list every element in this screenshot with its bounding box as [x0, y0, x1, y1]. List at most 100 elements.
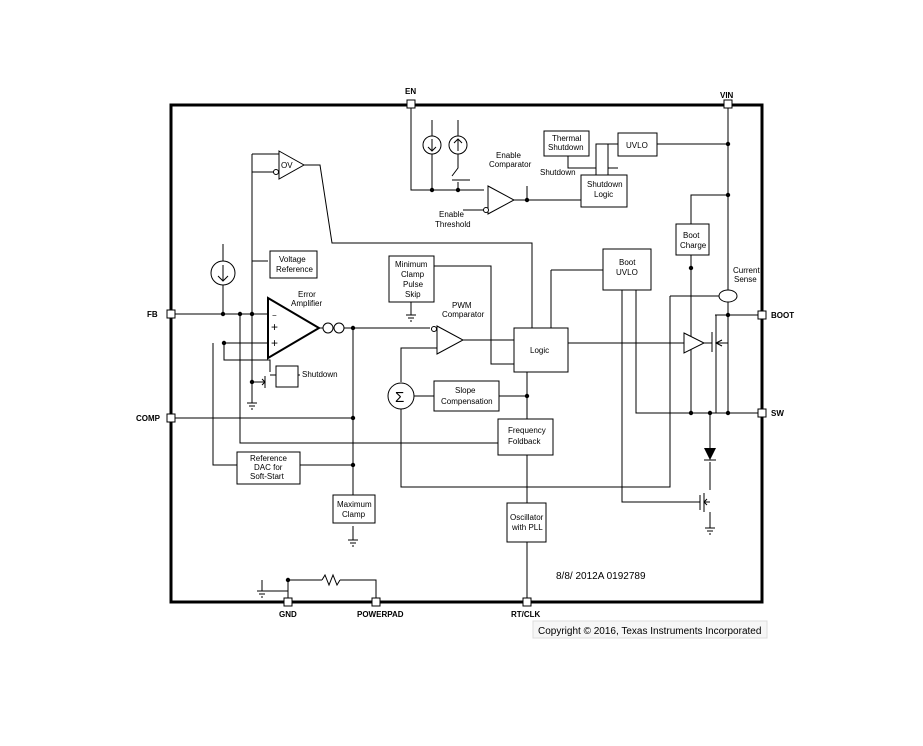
voltage-reference-label-2: Reference — [276, 265, 313, 274]
reference-dac-label-3: Soft-Start — [250, 472, 285, 481]
fb-shutdown-switch — [247, 365, 299, 410]
min-clamp-ground — [406, 314, 416, 322]
boot-charge-label-1: Boot — [683, 231, 700, 240]
slope-compensation-label-2: Compensation — [441, 397, 493, 406]
pwm-comparator-label-2: Comparator — [442, 310, 485, 319]
copyright: Copyright © 2016, Texas Instruments Inco… — [538, 626, 761, 637]
high-side-fet — [711, 330, 728, 354]
gnd-symbol — [257, 590, 267, 598]
enable-comparator-label-1: Enable — [496, 151, 521, 160]
error-amplifier-label-2: Amplifier — [291, 299, 322, 308]
shutdown-logic-block — [580, 174, 628, 208]
pin-en-pad — [406, 99, 416, 109]
resistor — [321, 573, 341, 587]
minimum-clamp-label-4: Skip — [405, 290, 421, 299]
pin-gnd-pad — [283, 597, 293, 607]
enable-comparator — [483, 185, 516, 215]
pin-boot-pad — [757, 310, 767, 320]
uvlo-label: UVLO — [626, 141, 648, 150]
frequency-foldback-label-1: Frequency — [508, 426, 546, 435]
low-side-fet — [699, 493, 715, 535]
enable-current-source-1 — [422, 120, 442, 155]
minimum-clamp-label-3: Pulse — [403, 280, 424, 289]
enable-threshold-label-2: Threshold — [435, 220, 471, 229]
thermal-shutdown-block — [543, 130, 590, 157]
current-sense-element — [718, 289, 738, 303]
boot-uvlo-label-1: Boot — [619, 258, 636, 267]
pin-powerpad-label: POWERPAD — [357, 610, 404, 619]
frequency-foldback-label-2: Foldback — [508, 437, 541, 446]
vref-current-source — [210, 260, 236, 290]
frequency-foldback-block — [497, 418, 554, 456]
shutdown-label-top: Shutdown — [540, 168, 576, 177]
ic-boundary — [169, 103, 764, 604]
boot-charge-block — [675, 223, 710, 256]
minimum-clamp-label-2: Clamp — [401, 270, 425, 279]
pin-fb-pad — [166, 309, 176, 319]
boot-charge-label-2: Charge — [680, 241, 707, 250]
pin-vin-pad — [723, 99, 733, 109]
pin-en-label: EN — [405, 87, 416, 96]
error-amplifier — [267, 296, 345, 360]
error-amp-plus-1: + — [271, 320, 278, 334]
minimum-clamp-block — [388, 255, 435, 303]
maximum-clamp-label-2: Clamp — [342, 510, 366, 519]
junctions — [220, 141, 731, 583]
slope-compensation-block — [433, 380, 500, 412]
boot-uvlo-label-2: UVLO — [616, 268, 638, 277]
enable-comparator-label-2: Comparator — [489, 160, 532, 169]
logic-label: Logic — [530, 346, 549, 355]
reference-dac-block — [236, 451, 301, 485]
shutdown-logic-label-1: Shutdown — [587, 180, 623, 189]
shutdown-logic-label-2: Logic — [594, 190, 613, 199]
error-amp-minus: − — [272, 311, 277, 320]
pwm-comparator-label-1: PWM — [452, 301, 472, 310]
error-amp-plus-2: + — [271, 336, 278, 350]
reference-dac-label-2: DAC for — [254, 463, 283, 472]
maximum-clamp-label-1: Maximum — [337, 500, 372, 509]
doc-number: 8/8/ 2012A 0192789 — [556, 571, 646, 582]
minimum-clamp-label-1: Minimum — [395, 260, 428, 269]
error-amplifier-label-1: Error — [298, 290, 316, 299]
pwm-comparator — [431, 325, 465, 355]
oscillator-block — [506, 502, 547, 543]
boot-uvlo-block — [602, 248, 652, 291]
pin-powerpad-pad — [371, 597, 381, 607]
thermal-shutdown-label-1: Thermal — [552, 134, 582, 143]
uvlo-block — [617, 132, 658, 157]
oscillator-label-2: with PLL — [511, 523, 543, 532]
ov-label: OV — [281, 161, 293, 170]
pin-sw-label: SW — [771, 409, 784, 418]
pin-comp-pad — [166, 413, 176, 423]
copyright-box — [532, 620, 768, 639]
enable-current-source-2 — [448, 120, 468, 155]
summing-node — [387, 382, 415, 410]
freewheel-diode — [704, 448, 716, 461]
max-clamp-ground — [348, 539, 358, 547]
logic-block — [513, 327, 569, 373]
pin-rtclk-label: RT/CLK — [511, 610, 541, 619]
pin-sw-pad — [757, 408, 767, 418]
reference-dac-label-1: Reference — [250, 454, 287, 463]
sum-symbol: Σ — [395, 389, 404, 406]
pin-gnd-label: GND — [279, 610, 297, 619]
current-sense-label-1: Current — [733, 266, 760, 275]
current-sense-label-2: Sense — [734, 275, 757, 284]
high-side-driver — [683, 332, 706, 354]
thermal-shutdown-label-2: Shutdown — [548, 143, 584, 152]
pin-pads — [166, 99, 767, 607]
enable-threshold-label-1: Enable — [439, 210, 464, 219]
wires — [171, 104, 762, 602]
pin-vin-label: VIN — [720, 91, 734, 100]
pin-boot-label: BOOT — [771, 311, 794, 320]
oscillator-label-1: Oscillator — [510, 513, 544, 522]
pin-rtclk-pad — [522, 597, 532, 607]
ov-comparator — [273, 150, 306, 180]
voltage-reference-block — [269, 250, 318, 279]
shutdown-label-mid: Shutdown — [302, 370, 338, 379]
pin-fb-label: FB — [147, 310, 158, 319]
pin-comp-label: COMP — [136, 414, 161, 423]
maximum-clamp-block — [332, 494, 376, 524]
voltage-reference-label-1: Voltage — [279, 255, 306, 264]
